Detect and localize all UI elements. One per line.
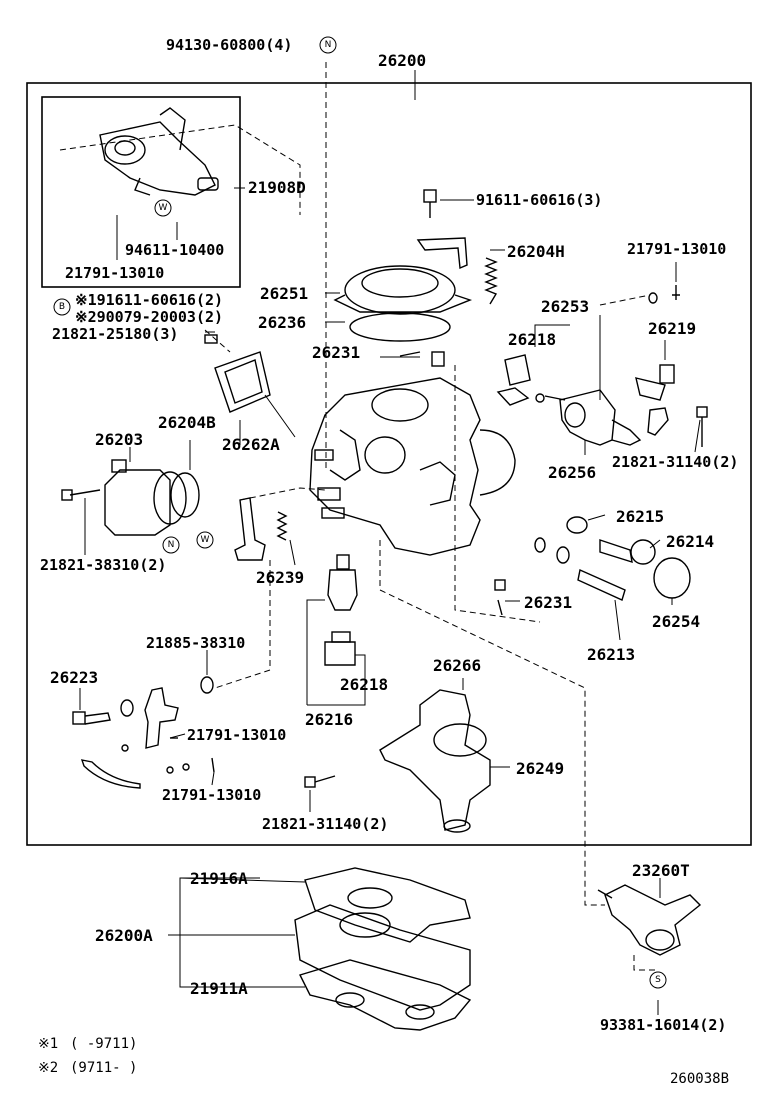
label-91611-60616: 91611-60616(3) (476, 191, 602, 209)
footnotes: ※1 ( -9711) ※2 (9711- ) (38, 1036, 137, 1076)
label-21908D: 21908D (248, 178, 306, 197)
solenoid-valve-part (597, 884, 702, 956)
clip-set-part (635, 285, 708, 447)
label-26215: 26215 (616, 507, 664, 526)
w-symbol-icon: W (159, 203, 168, 213)
note-1-text: ( -9711) (70, 1036, 137, 1052)
label-26216: 26216 (305, 710, 353, 729)
label-94611-10400: 94611-10400 (125, 241, 224, 259)
label-21885-38310: 21885-38310 (146, 634, 245, 652)
label-21791-13010-a: 21791-13010 (627, 240, 726, 258)
drawing-code: 260038B (670, 1071, 729, 1087)
label-26204B: 26204B (158, 413, 216, 432)
assembly-frame (26, 82, 752, 846)
b-symbol-icon: B (59, 302, 65, 312)
note-2-mark: ※2 (38, 1060, 58, 1076)
lever-bolt-part (72, 687, 215, 789)
note-2-text: (9711- ) (70, 1060, 137, 1076)
label-93381-16014: 93381-16014(2) (600, 1016, 726, 1034)
label-191611-60616: ※191611-60616(2) (75, 291, 223, 309)
diaphragm-assembly-part (535, 389, 642, 446)
label-90079-20003: ※290079-20003(2) (75, 308, 223, 326)
label-26213: 26213 (587, 645, 635, 664)
n-symbol-icon: N (325, 40, 332, 50)
actuator-part (61, 459, 200, 536)
label-21821-25180: 21821-25180(3) (52, 325, 178, 343)
spacer-assembly-part (294, 867, 472, 1031)
label-26200A: 26200A (95, 926, 153, 945)
label-26223: 26223 (50, 668, 98, 687)
gasket-ring-part (200, 676, 214, 694)
s-symbol-icon: S (655, 975, 661, 985)
w-symbol-icon-2: W (201, 535, 210, 545)
inset-frame (41, 96, 241, 288)
label-23260T: 23260T (632, 861, 690, 880)
lever-bracket-part (234, 497, 288, 561)
note-1-mark: ※1 (38, 1036, 58, 1052)
label-26266: 26266 (433, 656, 481, 675)
label-26204H: 26204H (507, 242, 565, 261)
label-26231-a: 26231 (312, 343, 360, 362)
spring-part (484, 257, 498, 305)
screw-bracket-part (416, 189, 468, 270)
label-21821-38310: 21821-38310(2) (40, 556, 166, 574)
label-21821-31140-b: 21821-31140(2) (262, 815, 388, 833)
choke-housing-part (304, 689, 491, 833)
label-94130-60800: 94130-60800(4) (166, 36, 292, 54)
label-26219: 26219 (648, 319, 696, 338)
label-26249: 26249 (516, 759, 564, 778)
label-21916A: 21916A (190, 869, 248, 888)
label-26231-b: 26231 (524, 593, 572, 612)
label-26200: 26200 (378, 51, 426, 70)
n-symbol-icon-2: N (168, 540, 175, 550)
boot-part (496, 354, 531, 406)
label-21791-13010-d: 21791-13010 (162, 786, 261, 804)
label-21791-13010-c: 21791-13010 (187, 726, 286, 744)
label-26254: 26254 (652, 612, 700, 631)
air-horn-flange-part (333, 265, 473, 342)
label-26214: 26214 (666, 532, 714, 551)
label-26253: 26253 (541, 297, 589, 316)
label-26251: 26251 (260, 284, 308, 303)
label-26203: 26203 (95, 430, 143, 449)
label-26236: 26236 (258, 313, 306, 332)
label-26256: 26256 (548, 463, 596, 482)
carburetor-body-part (309, 351, 516, 556)
leader-lines (79, 70, 701, 1015)
label-26262A: 26262A (222, 435, 280, 454)
solenoid-part (324, 554, 358, 666)
label-21821-31140-a: 21821-31140(2) (612, 453, 738, 471)
label-21911A: 21911A (190, 979, 248, 998)
label-26218-a: 26218 (508, 330, 556, 349)
label-26218-b: 26218 (340, 675, 388, 694)
label-26239: 26239 (256, 568, 304, 587)
gasket-block-part (204, 334, 271, 413)
vacuum-valve-part (99, 107, 219, 260)
label-21791-13010-b: 21791-13010 (65, 264, 164, 282)
callout-labels: 94130-60800(4) 26200 21908D 91611-60616(… (40, 36, 738, 1034)
